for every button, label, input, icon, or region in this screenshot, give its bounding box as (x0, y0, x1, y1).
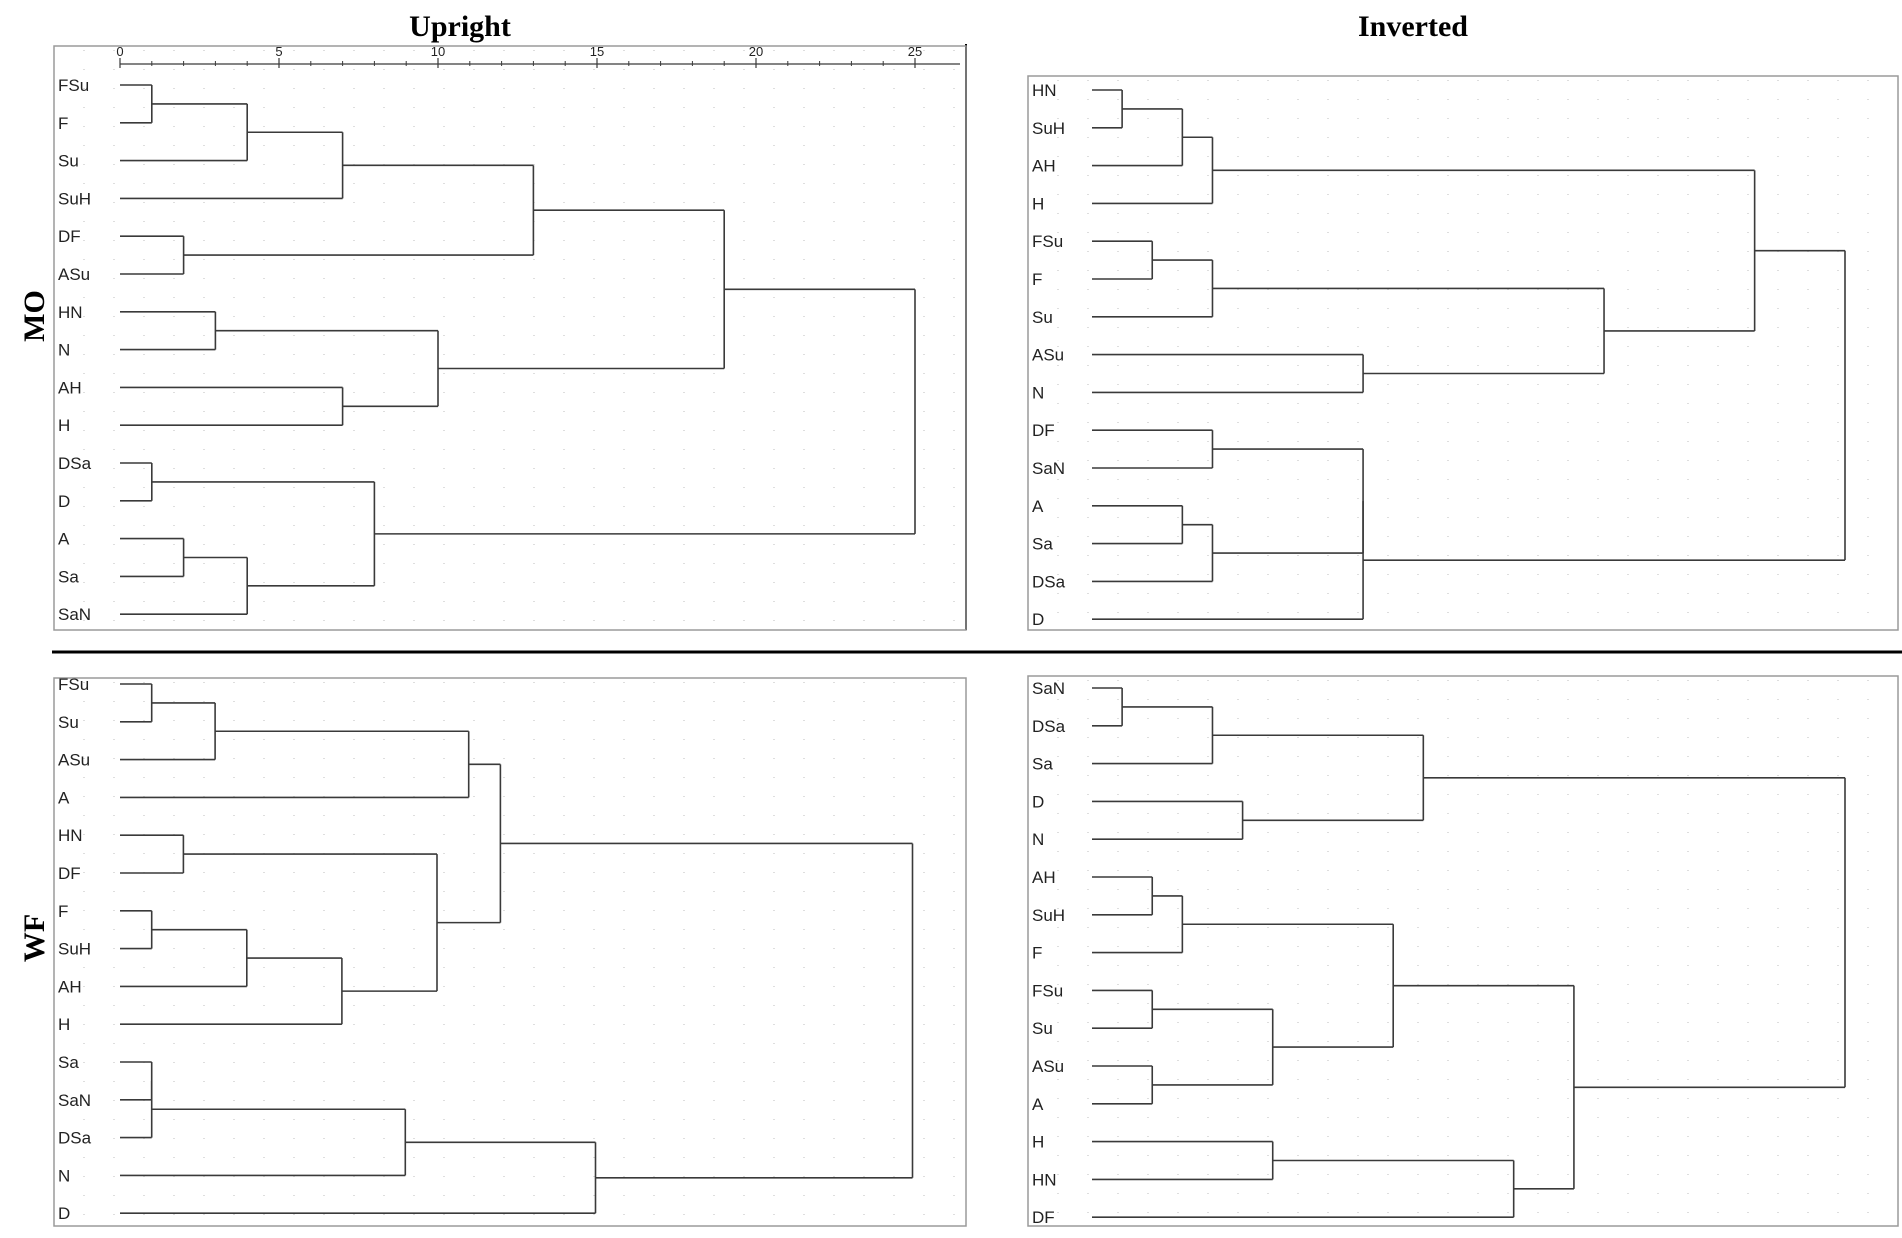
leaf-label: ASu (1032, 1057, 1064, 1076)
leaf-label: D (58, 1204, 70, 1223)
leaf-label: SaN (58, 605, 91, 624)
panel-frame (53, 677, 967, 1227)
leaf-label: H (1032, 194, 1044, 213)
leaf-label: Sa (58, 567, 79, 586)
leaf-label: HN (58, 826, 83, 845)
dendrogram-links (120, 84, 916, 616)
leaf-label: DF (58, 227, 81, 246)
leaf-label: Sa (1032, 535, 1053, 554)
row-title-wf: WF (18, 914, 51, 962)
leaf-label: F (1032, 944, 1042, 963)
leaf-label: FSu (58, 675, 89, 694)
leaf-label: Sa (1032, 755, 1053, 774)
row-title-mo: MO (18, 290, 51, 342)
leaf-label: FSu (1032, 232, 1063, 251)
leaf-label: DSa (58, 1129, 92, 1148)
leaf-label: DSa (1032, 572, 1066, 591)
leaf-label: HN (58, 303, 83, 322)
leaf-label: N (58, 341, 70, 360)
leaf-label: SuH (58, 189, 91, 208)
panel-frame (1027, 75, 1899, 631)
leaf-label: DF (1032, 1208, 1055, 1227)
dendrogram-links (1092, 687, 1846, 1218)
leaf-label: DSa (1032, 717, 1066, 736)
leaf-label: FSu (58, 76, 89, 95)
axis-tick-label: 15 (590, 44, 604, 59)
leaf-label: N (58, 1166, 70, 1185)
leaf-label: SuH (1032, 906, 1065, 925)
leaf-label: D (58, 492, 70, 511)
leaf-label: Su (58, 152, 79, 171)
leaf-label: H (58, 416, 70, 435)
leaf-label: AH (58, 378, 82, 397)
leaf-label: H (58, 1015, 70, 1034)
leaf-label: A (58, 530, 70, 549)
leaf-label: ASu (1032, 346, 1064, 365)
axis-tick-label: 0 (116, 44, 123, 59)
panel-frame (53, 45, 967, 631)
axis-tick-label: 10 (431, 44, 445, 59)
leaf-label: FSu (1032, 981, 1063, 1000)
column-title-upright: Upright (409, 10, 511, 43)
panel-frame (1027, 675, 1899, 1227)
leaf-label: AH (1032, 157, 1056, 176)
leaf-label: ASu (58, 265, 90, 284)
leaf-label: N (1032, 830, 1044, 849)
leaf-label: Su (1032, 308, 1053, 327)
axis-tick-label: 25 (908, 44, 922, 59)
leaf-label: SaN (1032, 459, 1065, 478)
column-title-inverted: Inverted (1358, 10, 1468, 43)
leaf-label: A (1032, 1095, 1044, 1114)
leaf-label: D (1032, 792, 1044, 811)
leaf-label: SaN (58, 1091, 91, 1110)
leaf-label: DF (1032, 421, 1055, 440)
leaf-label: AH (58, 977, 82, 996)
leaf-label: HN (1032, 81, 1057, 100)
leaf-label: Su (58, 713, 79, 732)
axis-tick-label: 20 (749, 44, 763, 59)
leaf-label: A (1032, 497, 1044, 516)
leaf-label: ASu (58, 751, 90, 770)
leaf-label: Sa (58, 1053, 79, 1072)
dendrogram-links (1092, 89, 1846, 621)
panel-grid (1057, 80, 1869, 628)
leaf-label: F (58, 114, 68, 133)
dendrogram-links (120, 683, 914, 1214)
distance-axis: 0 5 10 15 20 25 (116, 44, 960, 68)
leaf-label: DF (58, 864, 81, 883)
leaf-label: Su (1032, 1019, 1053, 1038)
leaf-label: DSa (58, 454, 92, 473)
leaf-label: SuH (1032, 119, 1065, 138)
axis-tick-label: 5 (275, 44, 282, 59)
leaf-label: D (1032, 610, 1044, 629)
leaf-label: SaN (1032, 679, 1065, 698)
leaf-label: F (1032, 270, 1042, 289)
leaf-label: A (58, 788, 70, 807)
panel-grid (83, 50, 955, 628)
leaf-label: F (58, 902, 68, 921)
leaf-label: N (1032, 383, 1044, 402)
leaf-label: HN (1032, 1170, 1057, 1189)
leaf-label: AH (1032, 868, 1056, 887)
leaf-label: H (1032, 1133, 1044, 1152)
leaf-label: SuH (58, 940, 91, 959)
